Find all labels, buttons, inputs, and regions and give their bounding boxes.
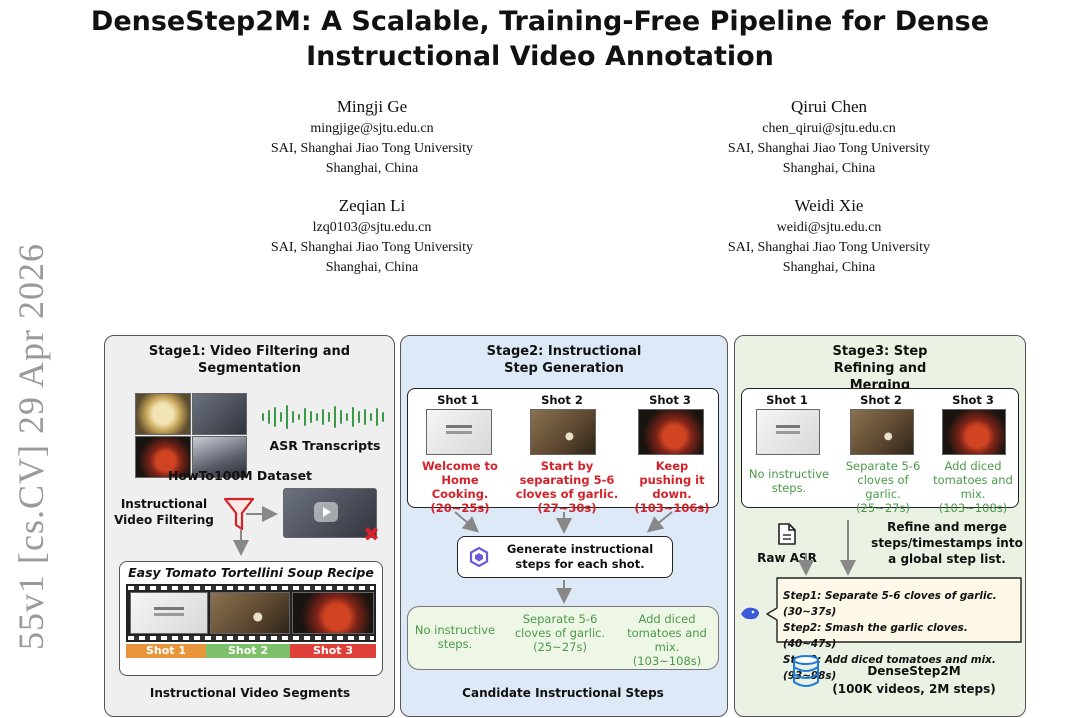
global-step-3: Step3: Add diced tomatoes and mix. (93~9… [783,654,996,682]
thumbnail-person [192,436,247,478]
stage3-panel: Stage3: Step Refining and Merging Shot 1… [734,335,1026,717]
author-email[interactable]: lzq0103@sjtu.edu.cn [312,220,432,235]
segment-frame-1 [130,592,208,634]
shot3-label: Shot 3 [649,393,691,407]
shot3-asr-text: Keep pushing it down. (103~106s) [634,459,710,515]
segment-frame-2 [210,592,290,634]
author-block-3: Zeqian Li lzq0103@sjtu.edu.cn SAI, Shang… [207,194,537,278]
thumbnail-text [192,393,247,435]
filter-funnel-icon [223,497,255,531]
thumbnail-food [135,393,191,435]
candidate-2: Separate 5-6 cloves of garlic. (25~27s) [514,612,606,654]
shot1-frame [756,409,820,455]
author-email[interactable]: mingjige@sjtu.edu.cn [310,121,434,136]
global-step-2: Step2: Smash the garlic cloves. (40~47s) [783,622,968,650]
audio-waveform-icon [262,405,384,429]
shot2-step: Separate 5-6 cloves of garlic. (25~27s) [845,459,921,515]
stage1-title: Stage1: Video Filtering and Segmentation [148,344,351,376]
candidate-1: No instructive steps. [414,623,496,651]
shot1-step: No instructive steps. [748,467,830,495]
global-step-1: Step1: Separate 5-6 cloves of garlic. (3… [783,590,997,618]
segment-frame-3 [292,592,374,634]
document-icon [778,523,796,545]
dataset-stats: (100K videos, 2M steps) [832,682,996,696]
generate-box: Generate instructional steps for each sh… [457,536,673,578]
thumbnail-pan [135,436,191,478]
reject-cross-icon: ✖ [363,522,380,546]
database-icon [793,655,819,687]
stage3-shots-box: Shot 1 Shot 2 Shot 3 No instructive step… [741,388,1019,515]
llm-logo-icon [469,546,489,568]
candidate-3: Add diced tomatoes and mix. (103~108s) [627,612,707,668]
paper-title: DenseStep2M: A Scalable, Training-Free P… [90,6,990,72]
stage2-shots-box: Shot 1 Shot 2 Shot 3 Welcome to Home Coo… [407,388,719,515]
author-block-1: Mingji Ge mingjige@sjtu.edu.cn SAI, Shan… [207,95,537,179]
author-location: Shanghai, China [325,161,419,176]
author-affiliation: SAI, Shanghai Jiao Tong University [270,141,474,156]
shot3-frame [942,409,1006,455]
segment-label-shot2: Shot 2 [206,644,290,658]
author-email[interactable]: chen_qirui@sjtu.edu.cn [762,121,896,136]
segment-label-shot3: Shot 3 [290,644,376,658]
refine-text: Refine and merge steps/timestamps into a… [871,520,1023,566]
stage3-title: Stage3: Step Refining and Merging [832,344,928,393]
segment-label-shot1: Shot 1 [126,644,206,658]
author-affiliation: SAI, Shanghai Jiao Tong University [727,141,931,156]
generate-text: Generate instructional steps for each sh… [506,542,654,571]
author-name: Weidi Xie [794,196,864,215]
stage1-panel: Stage1: Video Filtering and Segmentation… [104,335,395,717]
candidates-box: No instructive steps. Separate 5-6 clove… [407,606,719,670]
dataset-name: DenseStep2M [867,664,961,678]
shot2-asr-text: Start by separating 5-6 cloves of garlic… [515,459,619,515]
shot3-step: Add diced tomatoes and mix. (103~108s) [933,459,1013,515]
stage2-title: Stage2: Instructional Step Generation [486,344,642,376]
shot2-frame [530,409,596,455]
play-icon [314,502,338,522]
author-name: Mingji Ge [336,97,408,116]
author-name: Zeqian Li [338,196,406,215]
author-name: Qirui Chen [790,97,868,116]
shot1-label: Shot 1 [766,393,808,407]
shot1-asr-text: Welcome to Home Cooking. (20~25s) [422,459,498,515]
recipe-title: Easy Tomato Tortellini Soup Recipe [128,565,374,580]
shot3-frame [638,409,704,455]
shot3-label: Shot 3 [952,393,994,407]
author-block-4: Weidi Xie weidi@sjtu.edu.cn SAI, Shangha… [664,194,994,278]
segments-label: Instructional Video Segments [149,686,351,700]
author-affiliation: SAI, Shanghai Jiao Tong University [270,240,474,255]
author-location: Shanghai, China [782,161,876,176]
raw-asr-label: Raw ASR [757,551,817,565]
author-block-2: Qirui Chen chen_qirui@sjtu.edu.cn SAI, S… [664,95,994,179]
author-location: Shanghai, China [782,260,876,275]
filtering-label: Instructional Video Filtering [114,497,214,527]
speech-bubble [766,577,1022,643]
asr-transcripts-label: ASR Transcripts [269,438,381,453]
whale-logo-icon [741,607,759,620]
shot2-label: Shot 2 [860,393,902,407]
stage2-panel: Stage2: Instructional Step Generation Sh… [400,335,728,717]
author-location: Shanghai, China [325,260,419,275]
author-affiliation: SAI, Shanghai Jiao Tong University [727,240,931,255]
segments-container: Easy Tomato Tortellini Soup Recipe Shot … [119,561,383,676]
candidates-label: Candidate Instructional Steps [462,686,664,700]
global-step-list: Step1: Separate 5-6 cloves of garlic. (3… [783,588,1019,684]
shot2-frame [850,409,914,455]
author-email[interactable]: weidi@sjtu.edu.cn [776,220,882,235]
howto100m-label: HowTo100M Dataset [167,468,313,483]
shot1-frame [426,409,492,455]
shot1-label: Shot 1 [437,393,479,407]
arxiv-stamp: 55v1 [cs.CV] 29 Apr 2026 [11,243,51,650]
shot2-label: Shot 2 [541,393,583,407]
